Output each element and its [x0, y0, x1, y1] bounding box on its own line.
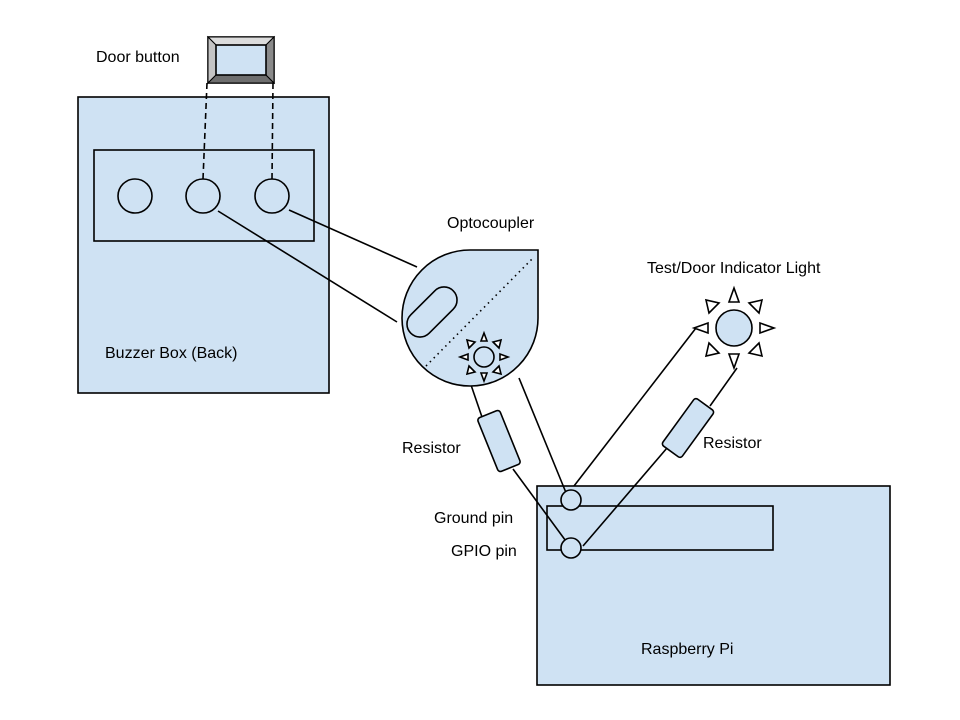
buzzer-terminal-1	[117, 178, 153, 214]
buzzer-box-label: Buzzer Box (Back)	[105, 345, 237, 362]
optocoupler-divider	[425, 256, 535, 367]
raspberry-pi: Raspberry Pi	[536, 485, 891, 686]
resistor-left	[477, 409, 521, 473]
buzzer-box-body	[77, 96, 330, 394]
ground-pin-label: Ground pin	[434, 510, 513, 527]
indicator-light-label: Test/Door Indicator Light	[647, 260, 821, 277]
raspberry-pi-label: Raspberry Pi	[641, 641, 733, 658]
resistor-right-label: Resistor	[703, 435, 762, 452]
door-button-wire-left	[202, 82, 208, 180]
wire-buzzer-to-opto-2	[217, 210, 398, 323]
door-button-label: Door button	[96, 49, 180, 66]
buzzer-terminal-2	[185, 178, 221, 214]
resistor-left-label: Resistor	[402, 440, 461, 457]
optocoupler-body	[401, 249, 539, 387]
wire-resistor-to-light	[709, 367, 738, 407]
buzzer-terminal-3	[254, 178, 290, 214]
door-button-face	[215, 44, 267, 76]
wires	[217, 209, 738, 549]
optocoupler: Optocoupler	[401, 215, 539, 387]
gpio-pin-label: GPIO pin	[451, 543, 517, 560]
door-button-bevel-top	[206, 36, 276, 46]
gpio-pin	[560, 537, 582, 559]
buzzer-box: Buzzer Box (Back)	[77, 96, 330, 394]
gpio-header	[546, 505, 774, 551]
door-button-wire-right	[271, 82, 274, 180]
door-button-bevel-bottom	[206, 74, 276, 84]
resistor-right	[661, 397, 715, 459]
ground-pin	[560, 489, 582, 511]
wire-buzzer-to-opto-1	[288, 209, 418, 268]
door-button-bevel-right	[265, 35, 275, 85]
indicator-light-icon	[691, 285, 777, 371]
led-icon	[457, 330, 511, 384]
phototransistor	[406, 286, 458, 338]
wire-resistor-to-gpio	[512, 468, 572, 549]
wire-opto-to-resistor	[469, 381, 484, 421]
door-button: Door button	[96, 35, 276, 85]
wire-opto-to-ground	[518, 377, 570, 501]
optocoupler-label: Optocoupler	[447, 215, 535, 232]
wire-ground-to-light	[573, 327, 697, 487]
wire-gpio-to-resistor	[582, 447, 668, 547]
